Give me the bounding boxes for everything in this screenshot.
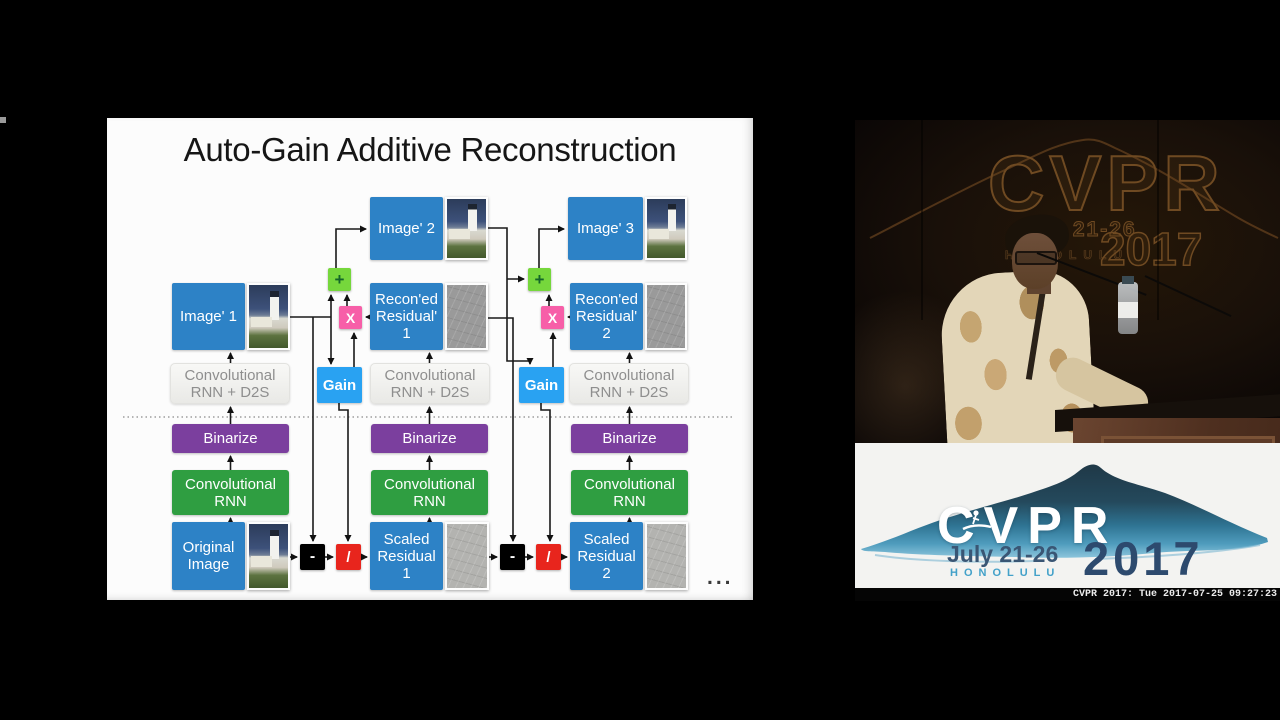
- speaker-glasses: [1015, 251, 1057, 265]
- status-bar: CVPR 2017: Tue 2017-07-25 09:27:23: [855, 588, 1280, 601]
- divide-operator-1: /: [336, 544, 361, 570]
- conv-rnn-d2s-box-3: Convolutional RNN + D2S: [569, 363, 689, 404]
- banner-year: 2017: [1083, 532, 1204, 585]
- residual-thumbnail: [645, 283, 687, 350]
- gain-box-2: Gain: [519, 367, 564, 403]
- conv-rnn-d2s-box-2: Convolutional RNN + D2S: [370, 363, 490, 404]
- flow-arrows: [123, 225, 734, 561]
- slide-title: Auto-Gain Additive Reconstruction: [183, 131, 677, 168]
- projected-mountain-outline: [869, 138, 1279, 239]
- projected-year: 2017: [1099, 222, 1203, 276]
- subtract-operator-1: -: [300, 544, 325, 570]
- water-bottle: [1118, 276, 1138, 334]
- node-image-2: Image' 2: [370, 197, 443, 260]
- lighthouse-thumbnail: [445, 197, 488, 260]
- cvpr-banner: CVPR July 21-26 HONOLULU 2017: [855, 443, 1280, 588]
- banner-city: HONOLULU: [950, 567, 1061, 579]
- conv-rnn-box-1: Convolutional RNN: [172, 470, 289, 515]
- gain-box-1: Gain: [317, 367, 362, 403]
- continuation-ellipsis: ...: [707, 566, 734, 589]
- podium-sign: HAWAI'I CONVENTION CENTER: [1101, 436, 1275, 443]
- node-scaled-residual-2: Scaled Residual 2: [570, 522, 643, 590]
- multiply-operator-1: X: [339, 306, 362, 329]
- binarize-box-2: Binarize: [371, 424, 488, 453]
- screen-seam: [921, 120, 923, 320]
- node-recon-residual-1: Recon'ed Residual' 1: [370, 283, 443, 350]
- surfer-icon: [962, 510, 992, 531]
- binarize-box-1: Binarize: [172, 424, 289, 453]
- node-recon-residual-2: Recon'ed Residual' 2: [570, 283, 643, 350]
- presentation-slide: Auto-Gain Additive Reconstruction: [107, 118, 753, 600]
- divide-operator-2: /: [536, 544, 561, 570]
- conv-rnn-box-3: Convolutional RNN: [571, 470, 688, 515]
- speaker-video: CVPR July 21-26 HONOLULU 2017 HAWAI'I CO…: [855, 120, 1280, 443]
- banner-dates: July 21-26: [947, 541, 1059, 567]
- node-image-3: Image' 3: [568, 197, 643, 260]
- residual-thumbnail: [645, 522, 688, 590]
- conv-rnn-box-2: Convolutional RNN: [371, 470, 488, 515]
- add-operator-2: +: [528, 268, 551, 291]
- conv-rnn-d2s-box-1: Convolutional RNN + D2S: [170, 363, 290, 404]
- residual-thumbnail: [445, 522, 489, 590]
- add-operator-1: +: [328, 268, 351, 291]
- projected-cvpr-logo: CVPR: [987, 138, 1225, 228]
- lighthouse-thumbnail: [247, 522, 290, 590]
- podium: HAWAI'I CONVENTION CENTER: [1073, 418, 1280, 443]
- diamond-head-silhouette: [861, 464, 1268, 563]
- timestamp-text: CVPR 2017: Tue 2017-07-25 09:27:23: [1072, 589, 1277, 600]
- lighthouse-thumbnail: [645, 197, 687, 260]
- edge-artifact: [0, 117, 6, 123]
- speaker-face: [1012, 233, 1058, 289]
- node-original-image: Original Image: [172, 522, 245, 590]
- residual-thumbnail: [445, 283, 488, 350]
- banner-brand: CVPR: [937, 497, 1118, 555]
- lighthouse-thumbnail: [247, 283, 290, 350]
- screen-seam: [1157, 120, 1159, 320]
- node-scaled-residual-1: Scaled Residual 1: [370, 522, 443, 590]
- subtract-operator-2: -: [500, 544, 525, 570]
- diagram-connectors: [123, 225, 734, 561]
- multiply-operator-2: X: [541, 306, 564, 329]
- binarize-box-3: Binarize: [571, 424, 688, 453]
- node-image-1: Image' 1: [172, 283, 245, 350]
